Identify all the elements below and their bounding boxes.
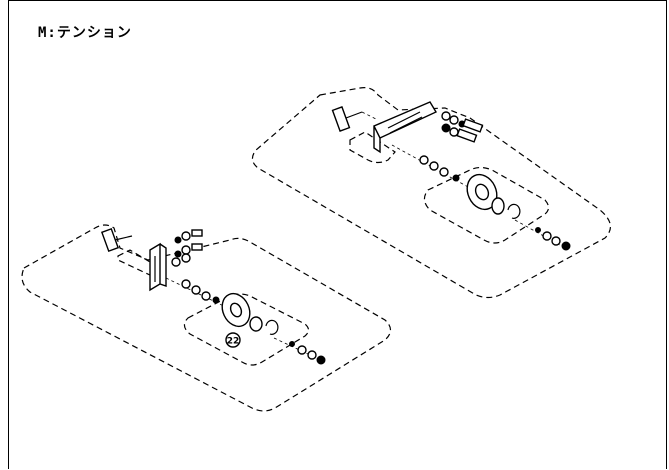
lower-retaining-ring	[265, 319, 279, 335]
upper-spacer-nut	[452, 174, 460, 182]
lower-nut-1	[174, 236, 182, 244]
lower-stud-plate	[100, 227, 120, 253]
lower-spacer-2	[191, 285, 201, 295]
lower-tail-washer-2	[307, 350, 317, 360]
upper-spacer-3	[439, 167, 449, 177]
upper-spacer-2	[429, 161, 439, 171]
lower-tail-nut-2	[316, 355, 326, 365]
lower-main-axis	[165, 277, 233, 311]
lower-tail-nut-1	[289, 341, 295, 347]
lower-bolt-2	[191, 243, 203, 251]
upper-washer-1	[441, 111, 451, 121]
upper-pulley-hub	[474, 183, 490, 201]
upper-bracket-slot-edge	[389, 116, 423, 134]
upper-bolt-1	[462, 118, 484, 133]
upper-bushing	[491, 197, 505, 215]
upper-stud-pin	[345, 111, 363, 119]
upper-inner-boundary	[423, 166, 550, 244]
callout-circle	[225, 332, 241, 348]
upper-bracket-boundary	[349, 131, 396, 164]
upper-retaining-ring	[507, 203, 521, 219]
lower-bushing	[249, 316, 263, 332]
lower-bolt-1	[191, 229, 203, 237]
lower-inner-boundary	[183, 293, 310, 366]
upper-stud-axis	[361, 111, 379, 121]
upper-bolt-2	[456, 128, 478, 143]
upper-outer-boundary	[251, 87, 611, 299]
upper-slotted-bracket	[373, 101, 438, 154]
upper-tail-washer-1	[542, 231, 552, 241]
upper-washer-2	[449, 115, 459, 125]
lower-tension-assembly: 22	[21, 224, 392, 412]
upper-bracket-slot	[387, 111, 421, 129]
lower-washer-3	[171, 257, 181, 267]
page-frame	[8, 0, 667, 469]
lower-washer-1	[181, 231, 191, 241]
lower-pulley-hub	[229, 302, 243, 318]
upper-spacer-1	[419, 155, 429, 165]
upper-tail-nut-1	[535, 227, 541, 233]
lower-spacer-1	[181, 279, 191, 289]
lower-spacer-nut	[212, 296, 220, 304]
section-title: M:テンション	[38, 25, 132, 41]
upper-tail-nut-2	[561, 241, 571, 251]
lower-tail-washer-1	[297, 345, 307, 355]
upper-nut-1	[441, 123, 451, 133]
lower-spacer-3	[201, 291, 211, 301]
lower-outer-boundary	[21, 224, 392, 412]
lower-nut-2	[174, 250, 182, 258]
lower-washer-4	[181, 253, 191, 263]
upper-tension-assembly	[251, 87, 611, 299]
lower-vertical-bracket	[149, 242, 167, 292]
upper-stud-plate	[331, 106, 351, 132]
callout-number: 22	[227, 337, 240, 347]
lower-stud-pin	[114, 235, 133, 241]
upper-tail-washer-2	[551, 236, 561, 246]
lower-washer-2	[181, 245, 191, 255]
